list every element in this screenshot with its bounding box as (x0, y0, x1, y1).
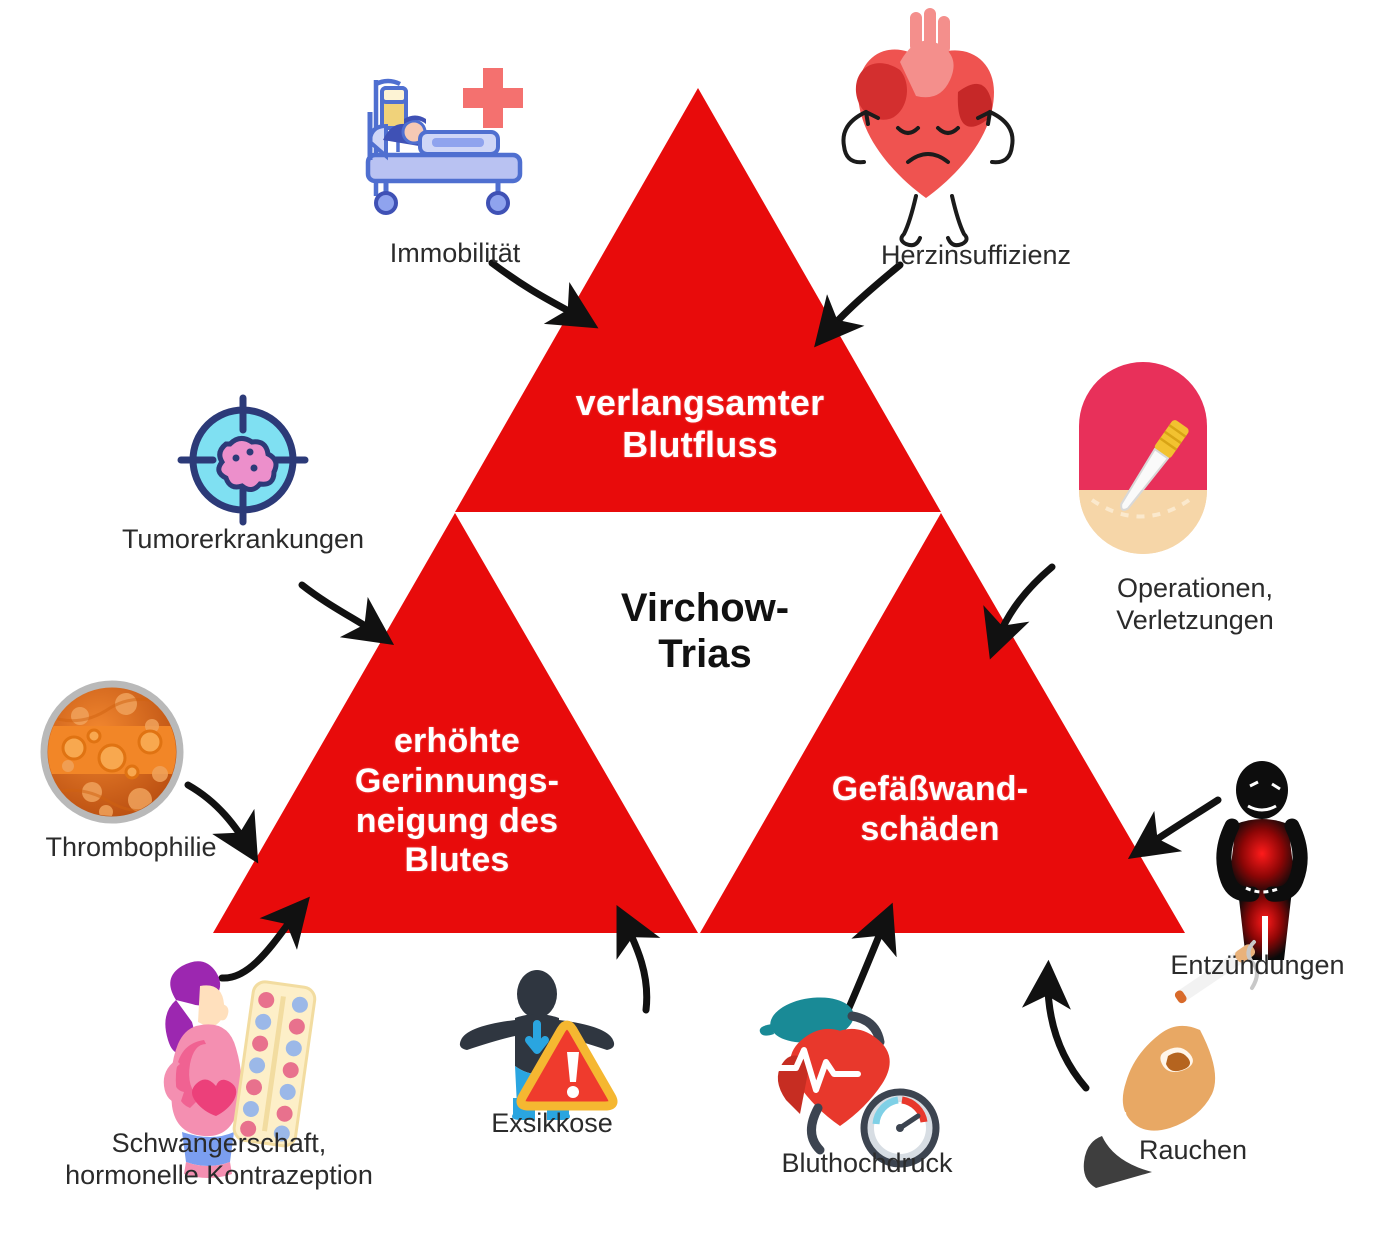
node-schwangerschaft: Schwangerschaft, hormonelle Kontrazeptio… (14, 950, 424, 1192)
triangle-left-line2: Gerinnungs- (354, 761, 560, 800)
node-tumorerkrankungen-label: Tumorerkrankungen (121, 524, 365, 554)
node-entzuendungen: Entzündungen (1140, 744, 1375, 982)
center-title-line1: Virchow- (620, 586, 790, 630)
node-thrombophilie: Thrombophilie (6, 684, 256, 864)
arrow-tumorerkrankungen (298, 581, 395, 645)
center-title: Virchow- Trias (540, 585, 870, 677)
node-entzuendungen-label: Entzündungen (1170, 950, 1345, 980)
triangle-top-line1: verlangsamter (575, 382, 825, 423)
triangle-left-line1: erhöhte (393, 722, 521, 760)
triangle-left-label: erhöhte Gerinnungs- neigung des Blutes (262, 722, 652, 881)
triangle-top-line2: Blutfluss (622, 424, 778, 466)
node-operationen-label: Operationen, Verletzungen (1116, 573, 1274, 635)
triangle-right-label: Gefäßwand- schäden (760, 770, 1100, 850)
node-bluthochdruck-label: Bluthochdruck (781, 1148, 953, 1178)
node-bluthochdruck: Bluthochdruck (742, 980, 992, 1180)
triangle-right-line1: Gefäßwand- (831, 770, 1029, 808)
node-exsikkose-label: Exsikkose (491, 1108, 613, 1138)
center-title-line2: Trias (658, 632, 752, 676)
node-thrombophilie-label: Thrombophilie (45, 832, 217, 862)
node-schwangerschaft-label: Schwangerschaft, hormonelle Kontrazeptio… (65, 1128, 373, 1190)
node-herzinsuffizienz-label: Herzinsuffizienz (880, 240, 1072, 270)
arrow-operationen (983, 563, 1056, 660)
triangle-right-line2: schäden (860, 809, 1000, 848)
node-immobilitaet: Immobilität (330, 62, 580, 270)
triangle-top-label: verlangsamter Blutfluss (480, 382, 920, 466)
triangle-left-line4: Blutes (404, 841, 510, 880)
node-rauchen-label: Rauchen (1138, 1135, 1248, 1165)
node-exsikkose: Exsikkose (452, 968, 652, 1140)
node-operationen: Operationen, Verletzungen (1060, 425, 1330, 637)
node-immobilitaet-label: Immobilität (389, 238, 521, 268)
node-rauchen: Rauchen (1068, 985, 1318, 1167)
node-tumorerkrankungen: Tumorerkrankungen (78, 400, 408, 556)
arrow-immobilitaet (488, 259, 599, 329)
triangle-left-line3: neigung des (355, 801, 559, 840)
node-herzinsuffizienz: Herzinsuffizienz (836, 22, 1116, 272)
arrow-herzinsuffizienz (814, 261, 904, 348)
